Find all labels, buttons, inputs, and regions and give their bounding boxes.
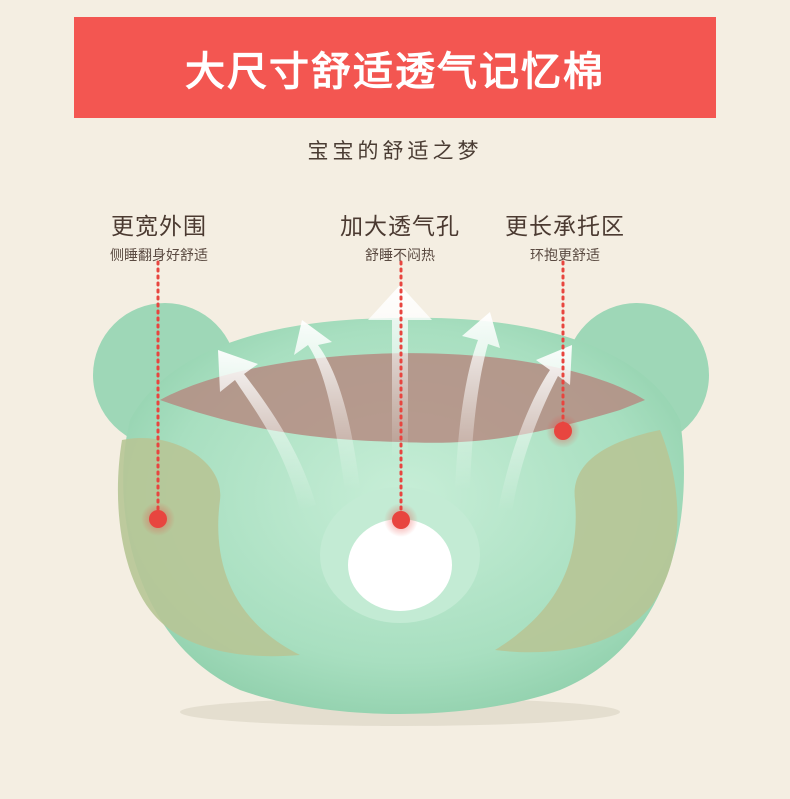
- arrow-right: [498, 345, 572, 512]
- arrow-mid-left: [294, 320, 360, 490]
- arrow-center: [368, 285, 432, 460]
- feature-title: 加大透气孔: [340, 214, 460, 240]
- feature-wide-edge: 更宽外围 侧睡翻身好舒适: [89, 207, 229, 265]
- center-hole: [348, 519, 452, 611]
- left-side-pad: [117, 438, 300, 657]
- title-banner: 大尺寸舒适透气记忆棉: [74, 17, 716, 118]
- marker-dot-wide-edge: [149, 510, 167, 528]
- marker-dot-vent: [392, 511, 410, 529]
- marker-dot-support: [554, 422, 572, 440]
- banner-title: 大尺寸舒适透气记忆棉: [185, 48, 605, 95]
- marker-dots: [141, 414, 580, 537]
- feature-desc: 舒睡不闷热: [365, 248, 435, 264]
- arrow-left: [218, 350, 316, 510]
- subtitle: 宝宝的舒适之梦: [307, 139, 483, 163]
- arrow-mid-right: [455, 312, 500, 490]
- feature-desc: 侧睡翻身好舒适: [110, 248, 208, 264]
- feature-title: 更长承托区: [505, 214, 625, 240]
- feature-support-zone: 更长承托区 环抱更舒适: [495, 207, 635, 265]
- airflow-arrows: [218, 285, 572, 512]
- feature-air-vent: 加大透气孔 舒睡不闷热: [329, 207, 471, 265]
- right-side-pad: [495, 430, 678, 653]
- leader-lines: [156, 260, 565, 515]
- feature-desc: 环抱更舒适: [530, 248, 600, 264]
- feature-title: 更宽外围: [111, 214, 207, 240]
